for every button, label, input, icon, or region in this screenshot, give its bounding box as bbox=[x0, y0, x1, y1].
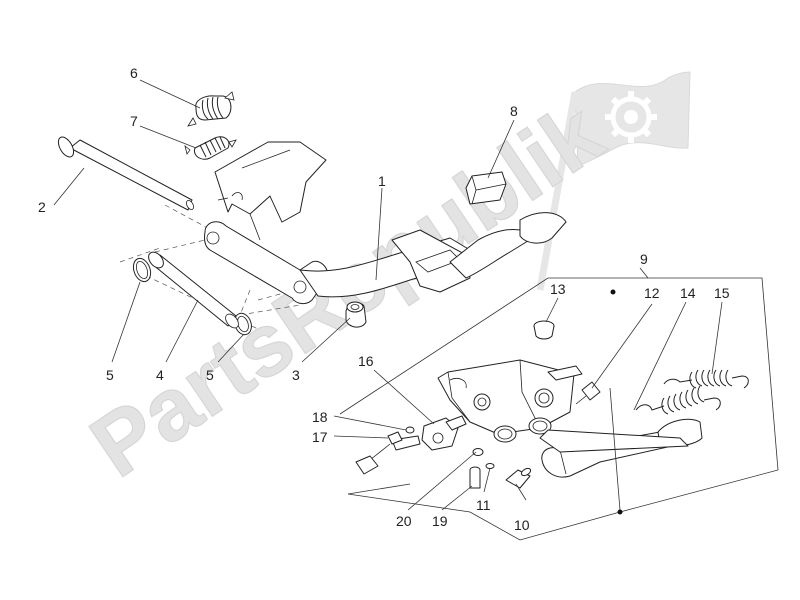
callout-10: 10 bbox=[514, 517, 530, 533]
part-12-bolt bbox=[575, 381, 601, 405]
callout-13: 13 bbox=[550, 281, 566, 297]
leader-lines bbox=[53, 79, 723, 511]
callout-11: 11 bbox=[476, 497, 491, 513]
callout-16: 16 bbox=[358, 353, 374, 369]
callout-12: 12 bbox=[644, 285, 660, 301]
part-7-spring bbox=[184, 136, 237, 160]
callout-20: 20 bbox=[396, 513, 412, 529]
part-9-bracket bbox=[437, 359, 583, 435]
marker-dot bbox=[610, 289, 616, 295]
part-1-centre-stand bbox=[204, 141, 567, 305]
part-5-o-ring-left bbox=[132, 257, 152, 283]
part-3-bushing bbox=[345, 301, 367, 328]
callout-18: 18 bbox=[312, 409, 328, 425]
part-11-detail bbox=[485, 463, 495, 469]
callout-9: 9 bbox=[640, 251, 648, 267]
part-15-spring bbox=[663, 369, 749, 389]
part-17-screw bbox=[387, 431, 403, 445]
gear-flag-logo-icon bbox=[536, 71, 691, 291]
part-19-screw bbox=[469, 466, 481, 489]
part-2-pivot-pin bbox=[57, 136, 195, 211]
marker-dot bbox=[617, 509, 623, 515]
callout-3: 3 bbox=[292, 367, 300, 383]
callout-5-left: 5 bbox=[106, 367, 114, 383]
part-18-washer bbox=[405, 426, 415, 434]
part-10-pin bbox=[505, 467, 532, 489]
part-4-bushing bbox=[148, 251, 239, 329]
bracket-o-rings bbox=[493, 417, 552, 443]
callout-19: 19 bbox=[432, 513, 448, 529]
part-20-washer bbox=[472, 448, 484, 456]
side-stand-leg bbox=[539, 418, 703, 478]
callout-6: 6 bbox=[130, 65, 138, 81]
callout-17: 17 bbox=[312, 429, 328, 445]
callout-1: 1 bbox=[378, 173, 386, 189]
callout-labels: 1 2 3 4 5 5 6 7 8 9 10 11 12 13 14 15 16… bbox=[38, 65, 730, 533]
part-8-foot-pad bbox=[465, 171, 507, 205]
callout-8: 8 bbox=[510, 103, 518, 119]
callout-4: 4 bbox=[156, 367, 164, 383]
callout-5-right: 5 bbox=[206, 367, 214, 383]
part-13-rubber-cap bbox=[533, 320, 555, 340]
callout-7: 7 bbox=[130, 113, 138, 129]
group-9-frame bbox=[339, 267, 779, 541]
callout-15: 15 bbox=[714, 285, 730, 301]
part-14-spring bbox=[635, 385, 721, 415]
callout-2: 2 bbox=[38, 199, 46, 215]
part-6-spring bbox=[187, 91, 235, 127]
part-16-switch bbox=[355, 415, 467, 475]
callout-14: 14 bbox=[680, 285, 696, 301]
